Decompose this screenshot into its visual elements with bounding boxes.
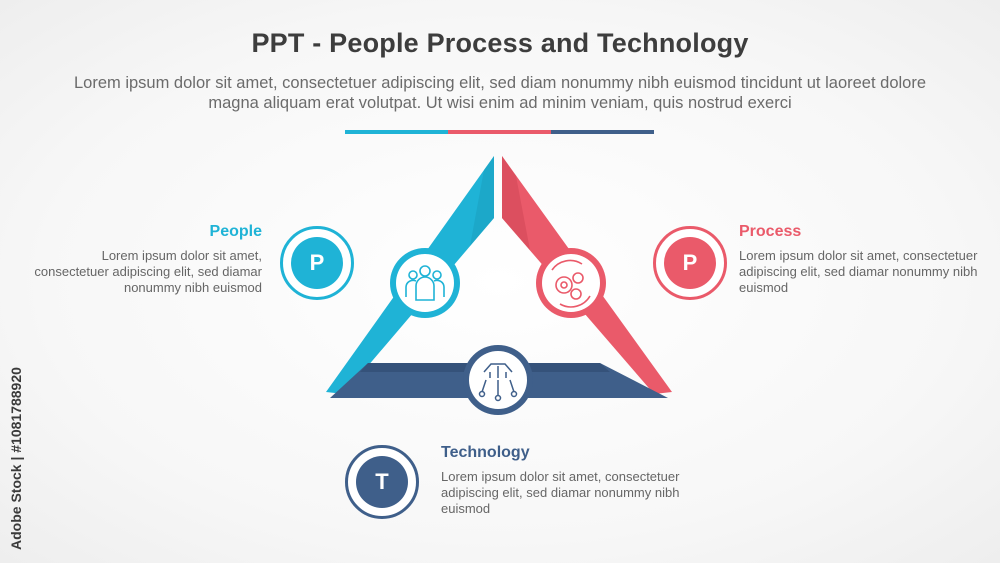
process-badge-letter: P — [664, 237, 716, 289]
technology-icon-circle — [463, 345, 533, 415]
process-icon-circle — [536, 248, 606, 318]
people-heading: People — [209, 223, 262, 240]
process-heading: Process — [739, 223, 802, 240]
people-group-icon — [405, 265, 445, 301]
people-icon-circle — [390, 248, 460, 318]
page-subtitle: Lorem ipsum dolor sit amet, consectetuer… — [73, 74, 927, 112]
triangle-arm-people-shade — [470, 156, 494, 246]
stock-watermark: Adobe Stock | #1081788920 — [8, 320, 28, 550]
people-badge-letter: P — [291, 237, 343, 289]
accent-bar-process — [448, 130, 551, 134]
accent-bar-technology — [551, 130, 654, 134]
technology-description: Lorem ipsum dolor sit amet, consectetuer… — [441, 469, 680, 516]
triangle-arm-process-shade — [502, 156, 530, 250]
page-title: PPT - People Process and Technology — [251, 28, 749, 58]
technology-badge-letter: T — [356, 456, 408, 508]
technology-badge: T — [345, 445, 419, 519]
people-badge: P — [280, 226, 354, 300]
accent-bar-people — [345, 130, 448, 134]
people-description: Lorem ipsum dolor sit amet, consectetuer… — [34, 248, 262, 295]
circuit-chip-icon — [478, 363, 518, 402]
technology-heading: Technology — [441, 444, 530, 461]
gears-icon — [551, 259, 591, 308]
stock-watermark-text: Adobe Stock | #1081788920 — [8, 367, 24, 550]
process-badge: P — [653, 226, 727, 300]
process-description: Lorem ipsum dolor sit amet, consectetuer… — [739, 248, 978, 295]
